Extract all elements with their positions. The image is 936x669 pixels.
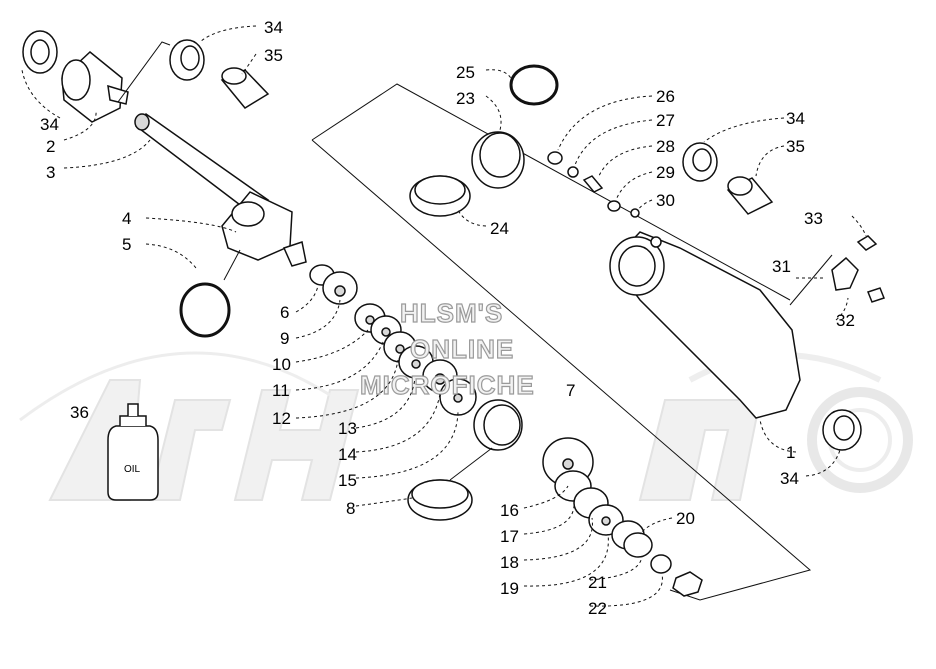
label-21: 21 bbox=[588, 573, 607, 592]
part-7-piston bbox=[473, 399, 523, 451]
label-7: 7 bbox=[566, 381, 575, 400]
watermark-line3: MICROFICHE bbox=[360, 370, 535, 400]
part-29-detent bbox=[607, 200, 621, 212]
label-3: 3 bbox=[46, 163, 55, 182]
part-26-plug bbox=[547, 151, 563, 165]
label-20: 20 bbox=[676, 509, 695, 528]
label-33: 33 bbox=[804, 209, 823, 228]
part-34-seal-right-upper bbox=[682, 142, 718, 182]
part-2-eyelet bbox=[61, 51, 129, 123]
label-34: 34 bbox=[264, 18, 283, 37]
part-5-o-ring bbox=[179, 282, 231, 338]
label-17: 17 bbox=[500, 527, 519, 546]
watermark-line2: ONLINE bbox=[410, 334, 514, 364]
part-1-reservoir bbox=[609, 231, 801, 419]
label-36: 36 bbox=[70, 403, 89, 422]
part-24-band bbox=[409, 175, 471, 217]
part-8-band bbox=[407, 479, 473, 521]
bracket-31 bbox=[789, 254, 833, 306]
label-27: 27 bbox=[656, 111, 675, 130]
callout-labels: 34 2 3 34 35 4 5 6 9 10 11 12 13 14 15 8… bbox=[40, 18, 855, 618]
label-35: 35 bbox=[264, 46, 283, 65]
label-11: 11 bbox=[272, 381, 290, 400]
part-washer-stack-left bbox=[322, 271, 477, 416]
label-32: 32 bbox=[836, 311, 855, 330]
part-32-screw bbox=[867, 287, 885, 303]
oil-label: OIL bbox=[124, 464, 141, 475]
part-25-o-ring bbox=[509, 64, 559, 106]
label-34: 34 bbox=[780, 469, 799, 488]
label-31: 31 bbox=[772, 257, 791, 276]
part-34-seal-right-lower bbox=[822, 409, 862, 451]
label-28: 28 bbox=[656, 137, 675, 156]
label-29: 29 bbox=[656, 163, 675, 182]
part-34-seal-upper bbox=[169, 39, 205, 81]
label-19: 19 bbox=[500, 579, 519, 598]
label-24: 24 bbox=[490, 219, 509, 238]
part-33-screw bbox=[856, 235, 878, 251]
label-5: 5 bbox=[122, 235, 131, 254]
label-12: 12 bbox=[272, 409, 291, 428]
label-26: 26 bbox=[656, 87, 675, 106]
part-washer-stack-right bbox=[542, 437, 703, 597]
part-4-cap bbox=[221, 191, 307, 267]
label-15: 15 bbox=[338, 471, 357, 490]
label-8: 8 bbox=[346, 499, 355, 518]
label-22: 22 bbox=[588, 599, 607, 618]
label-30: 30 bbox=[656, 191, 675, 210]
label-1: 1 bbox=[786, 443, 795, 462]
label-10: 10 bbox=[272, 355, 291, 374]
part-35-bushing-right bbox=[726, 176, 774, 215]
part-36-oil-bottle: OIL bbox=[107, 403, 159, 501]
label-25: 25 bbox=[456, 63, 475, 82]
label-13: 13 bbox=[338, 419, 357, 438]
label-34: 34 bbox=[786, 109, 805, 128]
label-18: 18 bbox=[500, 553, 519, 572]
part-23-cap bbox=[471, 131, 525, 189]
label-35: 35 bbox=[786, 137, 805, 156]
label-34: 34 bbox=[40, 115, 59, 134]
label-16: 16 bbox=[500, 501, 519, 520]
part-30-ball bbox=[630, 208, 640, 218]
label-14: 14 bbox=[338, 445, 357, 464]
leader-lines bbox=[21, 25, 867, 607]
label-6: 6 bbox=[280, 303, 289, 322]
label-2: 2 bbox=[46, 137, 55, 156]
label-23: 23 bbox=[456, 89, 475, 108]
part-34-seal-top-left bbox=[22, 30, 58, 74]
label-4: 4 bbox=[122, 209, 131, 228]
part-27-ball bbox=[567, 166, 579, 178]
watermark-line1: HLSM'S bbox=[400, 298, 503, 328]
label-9: 9 bbox=[280, 329, 289, 348]
part-31-valve bbox=[831, 256, 859, 291]
part-35-bushing-upper bbox=[220, 67, 270, 109]
part-28-spring bbox=[582, 175, 604, 193]
